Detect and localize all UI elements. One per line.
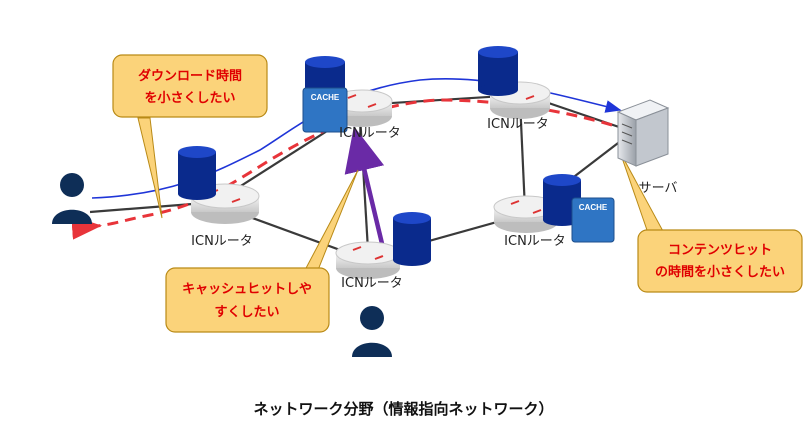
- router-label-bottom-center: ICNルータ: [341, 276, 403, 291]
- router-bottom-center: [335, 241, 401, 279]
- svg-text:CACHE: CACHE: [579, 203, 608, 212]
- svg-text:キャッシュヒットしや: キャッシュヒットしや: [182, 282, 312, 297]
- cache-cylinder-left: [178, 146, 216, 200]
- callout-cache-hit: キャッシュヒットしや すくしたい: [165, 267, 330, 333]
- cache-cylinder-bottom-center: [393, 212, 431, 266]
- cache-hit-arrow: [344, 126, 387, 253]
- router-label-top-right: ICNルータ: [487, 117, 549, 132]
- router-right: [493, 195, 559, 233]
- router-label-top-center: ICNルータ: [339, 126, 401, 141]
- server-label: サーバ: [639, 181, 678, 196]
- router-label-right: ICNルータ: [504, 234, 566, 249]
- user-icon-bottom: [352, 306, 392, 357]
- content-path-arrow: [71, 98, 613, 240]
- callout-download-time: ダウンロード時間 を小さくしたい: [112, 54, 268, 118]
- cache-cylinder-top-right: [478, 46, 518, 96]
- callout-content-hit-time: コンテンツヒット の時間を小さくしたい: [637, 229, 803, 293]
- cache-box-right: CACHE: [571, 197, 615, 243]
- svg-text:の時間を小さくしたい: の時間を小さくしたい: [655, 264, 785, 280]
- diagram-caption: ネットワーク分野（情報指向ネットワーク）: [253, 400, 554, 418]
- svg-text:すくしたい: すくしたい: [214, 305, 279, 320]
- cache-box-top-center: CACHE: [302, 87, 348, 133]
- svg-text:ダウンロード時間: ダウンロード時間: [138, 68, 242, 84]
- server-icon: [616, 99, 670, 167]
- svg-text:コンテンツヒット: コンテンツヒット: [668, 243, 772, 258]
- user-icon-left: [52, 173, 92, 224]
- svg-text:CACHE: CACHE: [311, 93, 340, 102]
- svg-text:を小さくしたい: を小さくしたい: [144, 91, 235, 106]
- router-label-left: ICNルータ: [191, 234, 253, 249]
